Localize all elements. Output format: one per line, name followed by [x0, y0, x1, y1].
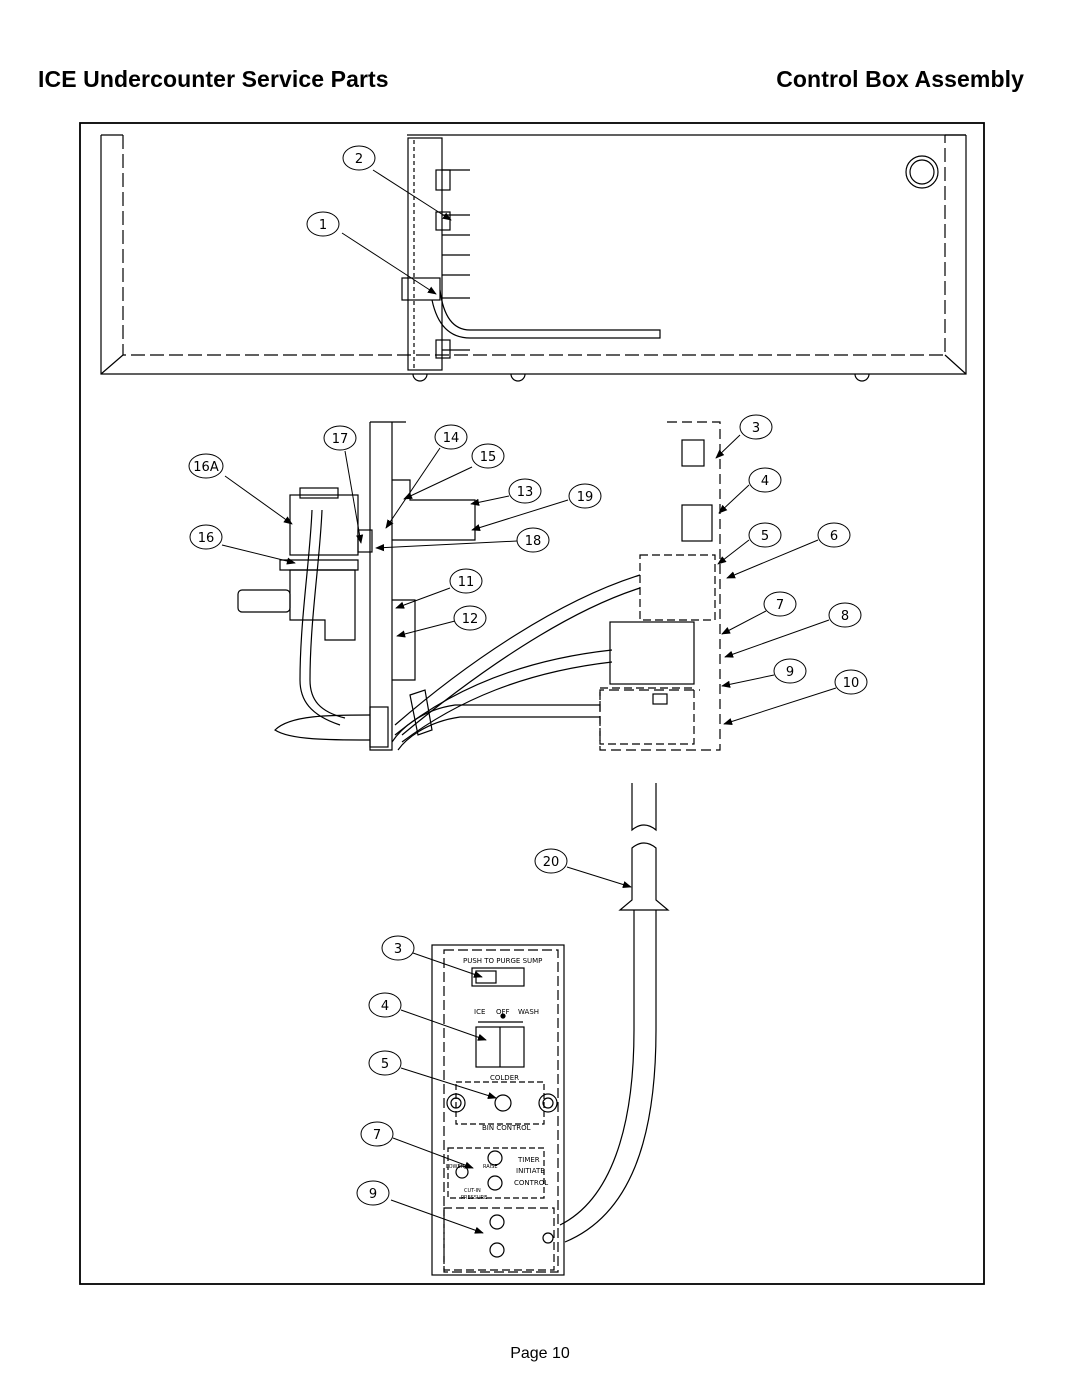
lower-label: LOWER [446, 1164, 465, 1170]
callout: 13 [508, 478, 542, 504]
callout: 3 [381, 935, 415, 961]
callout: 7 [763, 591, 797, 617]
callout: 7 [360, 1121, 394, 1147]
svg-text:3: 3 [752, 421, 760, 436]
callout: 5 [368, 1050, 402, 1076]
callout: 12 [453, 605, 487, 631]
control-label: CONTROL [514, 1179, 548, 1187]
svg-text:14: 14 [443, 431, 460, 446]
colder-label: COLDER [490, 1074, 519, 1082]
callout: 15 [471, 443, 505, 469]
callout: 2 [342, 145, 376, 171]
svg-text:15: 15 [480, 450, 497, 465]
svg-text:16A: 16A [193, 460, 219, 475]
callout: 3 [739, 414, 773, 440]
callout: 4 [368, 992, 402, 1018]
diagram-frame [79, 122, 985, 1285]
timer-label: TIMER [517, 1156, 540, 1164]
svg-text:13: 13 [517, 485, 534, 500]
svg-text:6: 6 [830, 529, 838, 544]
callout: 19 [568, 483, 602, 509]
housing-side-view [237, 421, 721, 751]
svg-text:9: 9 [369, 1187, 377, 1202]
svg-text:5: 5 [761, 529, 769, 544]
ice-label: ICE [474, 1008, 485, 1016]
document-title: ICE Undercounter Service Parts [38, 66, 389, 92]
power-cord [559, 783, 670, 1243]
svg-text:5: 5 [381, 1057, 389, 1072]
svg-text:12: 12 [462, 612, 479, 627]
callout: 10 [834, 669, 868, 695]
raise-label: RAISE [483, 1164, 498, 1170]
svg-text:18: 18 [525, 534, 542, 549]
callout: 4 [748, 467, 782, 493]
callout: 20 [534, 848, 568, 874]
callout: 1 [306, 211, 340, 237]
off-label: OFF [496, 1008, 510, 1016]
callout: 8 [828, 602, 862, 628]
svg-text:1: 1 [319, 218, 327, 233]
panel-labels: PUSH TO PURGE SUMP ICE OFF WASH COLDER B… [446, 957, 548, 1201]
callout: 17 [323, 425, 357, 451]
callout: 9 [356, 1180, 390, 1206]
svg-text:9: 9 [786, 665, 794, 680]
callouts: 2 1 17 14 15 16A 13 19 16 18 11 12 3 4 5… [188, 145, 868, 1206]
callout: 14 [434, 424, 468, 450]
svg-text:10: 10 [843, 676, 860, 691]
callout: 11 [449, 568, 483, 594]
svg-text:7: 7 [776, 598, 784, 613]
svg-text:8: 8 [841, 609, 849, 624]
svg-text:4: 4 [381, 999, 389, 1014]
front-panel [431, 944, 565, 1276]
callout: 6 [817, 522, 851, 548]
svg-text:4: 4 [761, 474, 769, 489]
svg-text:17: 17 [332, 432, 349, 447]
section-title: Control Box Assembly [776, 66, 1024, 92]
housing-top-view [100, 134, 967, 382]
pressure-label: PRESSURE [461, 1195, 487, 1201]
callout: 18 [516, 527, 550, 553]
callout: 16 [189, 524, 223, 550]
svg-text:11: 11 [458, 575, 475, 590]
leader-lines [221, 169, 837, 1234]
svg-text:3: 3 [394, 942, 402, 957]
page-number: Page 10 [510, 1345, 570, 1362]
initiate-label: INITIATE [516, 1167, 545, 1175]
callout: 9 [773, 658, 807, 684]
svg-text:2: 2 [355, 152, 363, 167]
purge-label: PUSH TO PURGE SUMP [463, 957, 542, 965]
svg-text:7: 7 [373, 1128, 381, 1143]
callout: 16A [188, 453, 224, 479]
svg-text:20: 20 [543, 855, 560, 870]
cut-in-label: CUT-IN [464, 1188, 481, 1194]
callout: 5 [748, 522, 782, 548]
svg-text:19: 19 [577, 490, 594, 505]
bin-control-label: BIN CONTROL [482, 1124, 531, 1132]
wash-label: WASH [518, 1008, 539, 1016]
svg-text:16: 16 [198, 531, 215, 546]
